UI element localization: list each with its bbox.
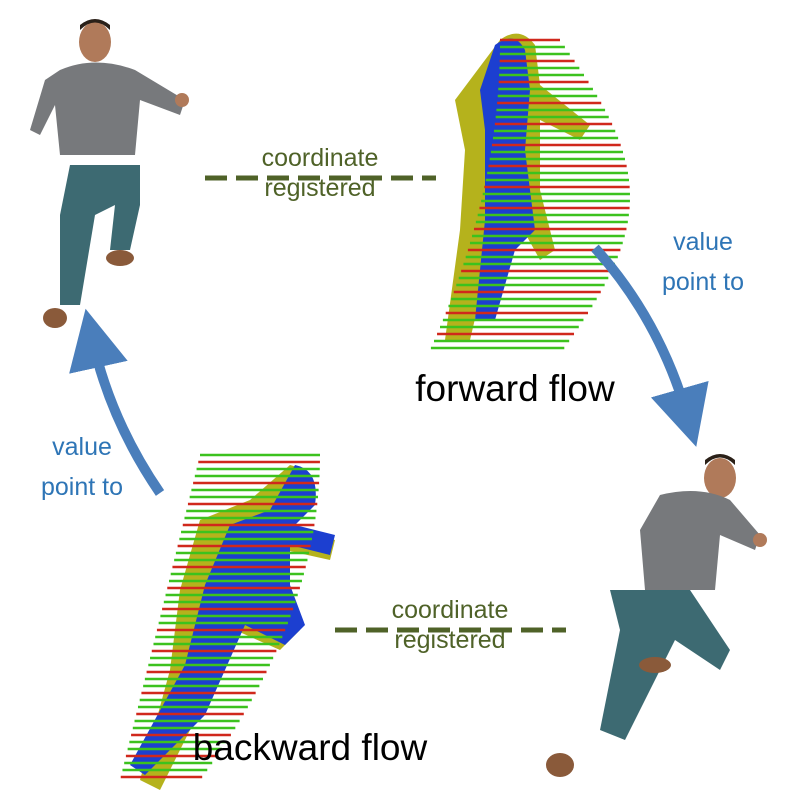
top-link-label: coordinate registered [220, 143, 420, 203]
right-arrow-line1: value [673, 228, 733, 256]
person-frame-1 [30, 19, 189, 328]
bottom-link-line1: coordinate [391, 596, 509, 624]
forward-flow-vectors [430, 38, 630, 350]
backward-flow-vectors [120, 453, 320, 779]
person-frame-2 [546, 454, 767, 777]
bottom-link-line2: registered [394, 626, 506, 654]
right-arrow-line2: point to [661, 268, 744, 296]
left-arrow-line1: value [52, 433, 112, 461]
top-link-line2: registered [264, 174, 376, 202]
right-curved-arrow [591, 244, 709, 447]
left-arrow-line2: point to [40, 473, 123, 501]
left-curved-arrow [69, 308, 165, 496]
forward-flow-label: forward flow [415, 368, 615, 409]
top-link-line1: coordinate [261, 144, 379, 172]
left-arrow-label: value point to [12, 427, 152, 507]
bottom-link-label: coordinate registered [350, 595, 550, 655]
right-arrow-label: value point to [633, 222, 773, 302]
backward-flow-label: backward flow [192, 727, 428, 768]
